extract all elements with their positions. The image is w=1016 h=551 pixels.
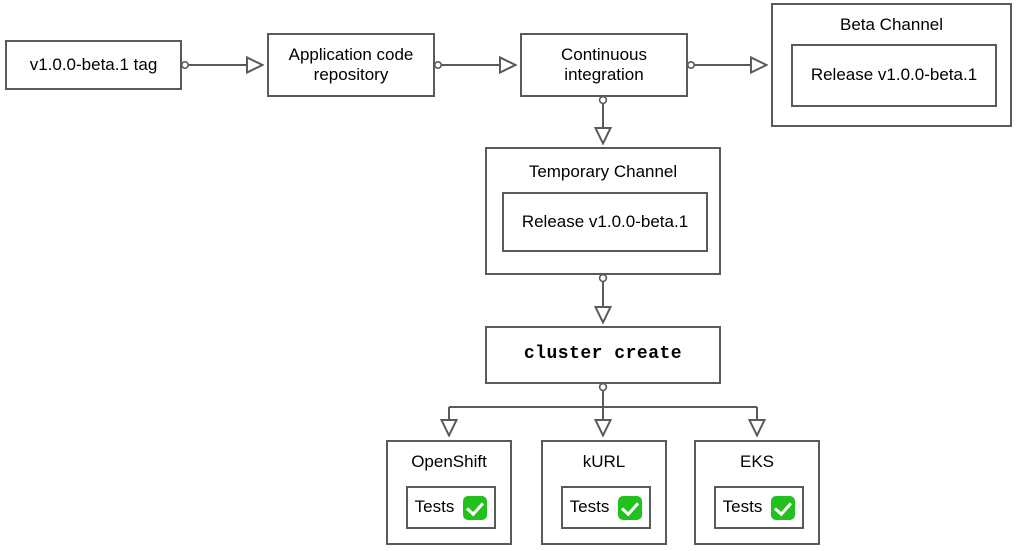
check-circle-icon xyxy=(771,495,796,520)
temporary-channel-release-label: Release v1.0.0-beta.1 xyxy=(521,211,689,231)
kurl-tests-label: Tests xyxy=(569,497,610,517)
node-beta-channel[interactable]: Beta Channel Release v1.0.0-beta.1 xyxy=(771,3,1012,127)
node-version-tag-label: v1.0.0-beta.1 tag xyxy=(29,54,158,74)
node-target-kurl[interactable]: kURL Tests xyxy=(541,440,667,545)
beta-channel-release-box[interactable]: Release v1.0.0-beta.1 xyxy=(791,44,997,107)
edge-source-dot xyxy=(433,60,442,69)
node-beta-channel-title: Beta Channel xyxy=(839,15,944,34)
eks-tests-label: Tests xyxy=(722,497,763,517)
openshift-tests-label: Tests xyxy=(414,497,455,517)
node-target-kurl-title: kURL xyxy=(582,452,626,471)
node-cluster-create[interactable]: cluster create xyxy=(485,326,721,384)
node-temporary-channel-title: Temporary Channel xyxy=(528,162,678,181)
node-application-code-repository-label: Application code repository xyxy=(288,44,414,84)
edge-source-dot xyxy=(598,95,608,105)
beta-channel-release-label: Release v1.0.0-beta.1 xyxy=(810,65,978,85)
kurl-tests-box[interactable]: Tests xyxy=(561,486,651,529)
edge-source-dot xyxy=(598,382,608,392)
node-version-tag[interactable]: v1.0.0-beta.1 tag xyxy=(5,40,182,90)
temporary-channel-release-box[interactable]: Release v1.0.0-beta.1 xyxy=(502,192,708,252)
node-cluster-create-label: cluster create xyxy=(523,344,683,365)
eks-tests-box[interactable]: Tests xyxy=(714,486,804,529)
node-target-openshift-title: OpenShift xyxy=(411,452,487,471)
node-continuous-integration-label: Continuous integration xyxy=(560,44,647,84)
node-target-openshift[interactable]: OpenShift Tests xyxy=(386,440,512,545)
edge-source-dot xyxy=(686,60,695,69)
check-circle-icon xyxy=(618,495,643,520)
edge-source-dot xyxy=(181,60,190,69)
node-temporary-channel[interactable]: Temporary Channel Release v1.0.0-beta.1 xyxy=(485,147,721,275)
node-target-eks-title: EKS xyxy=(739,452,775,471)
openshift-tests-box[interactable]: Tests xyxy=(406,486,496,529)
check-circle-icon xyxy=(463,495,488,520)
edge-source-dot xyxy=(598,273,608,283)
node-continuous-integration[interactable]: Continuous integration xyxy=(520,33,688,97)
node-target-eks[interactable]: EKS Tests xyxy=(694,440,820,545)
node-application-code-repository[interactable]: Application code repository xyxy=(267,33,435,97)
